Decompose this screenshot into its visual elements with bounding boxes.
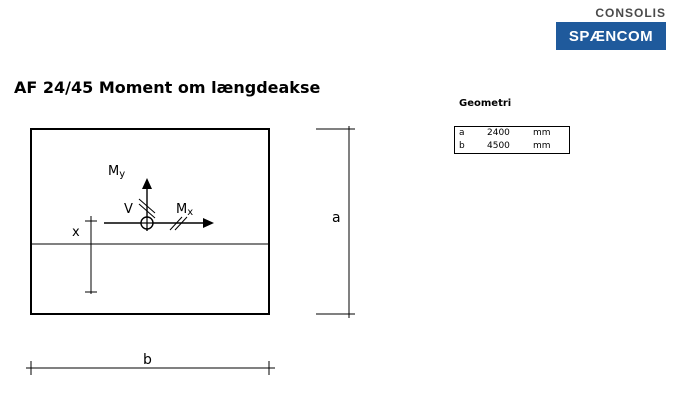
b-label: b [143,352,152,368]
geometry-param-unit: mm [533,141,551,151]
logo-brand-box: SPÆNCOM [556,22,666,50]
geometry-param-name: b [459,141,465,151]
moment-hatch-my [138,198,156,219]
geometry-table: a 2400 mm b 4500 mm [454,126,570,154]
a-dimension [316,126,355,318]
v-load-symbol [140,216,154,230]
geometry-row-a: a 2400 mm [455,127,569,140]
x-dimension [85,216,97,294]
moment-hatch-mx [169,216,188,231]
my-label: My [108,164,125,180]
geometry-param-value: 2400 [487,128,510,138]
a-label: a [332,210,341,226]
page-title: AF 24/45 Moment om længdeakse [14,78,321,97]
mx-label: Mx [176,202,193,218]
logo-top-text: CONSOLIS [595,6,666,20]
my-label-main: M [108,164,119,179]
geometry-param-name: a [459,128,465,138]
v-label: V [124,202,133,217]
mx-arrow [104,218,214,228]
company-logo: CONSOLIS SPÆNCOM [556,6,666,50]
plate-outline [30,128,270,315]
mx-label-sub: x [187,207,193,218]
geometry-param-value: 4500 [487,141,510,151]
geometry-param-unit: mm [533,128,551,138]
x-label: x [72,225,80,240]
mx-label-main: M [176,202,187,217]
logo-brand-text: SPÆNCOM [568,27,654,45]
b-dimension [26,361,275,375]
geometry-title: Geometri [459,98,512,109]
geometry-row-b: b 4500 mm [455,140,569,153]
my-label-sub: y [119,169,125,180]
